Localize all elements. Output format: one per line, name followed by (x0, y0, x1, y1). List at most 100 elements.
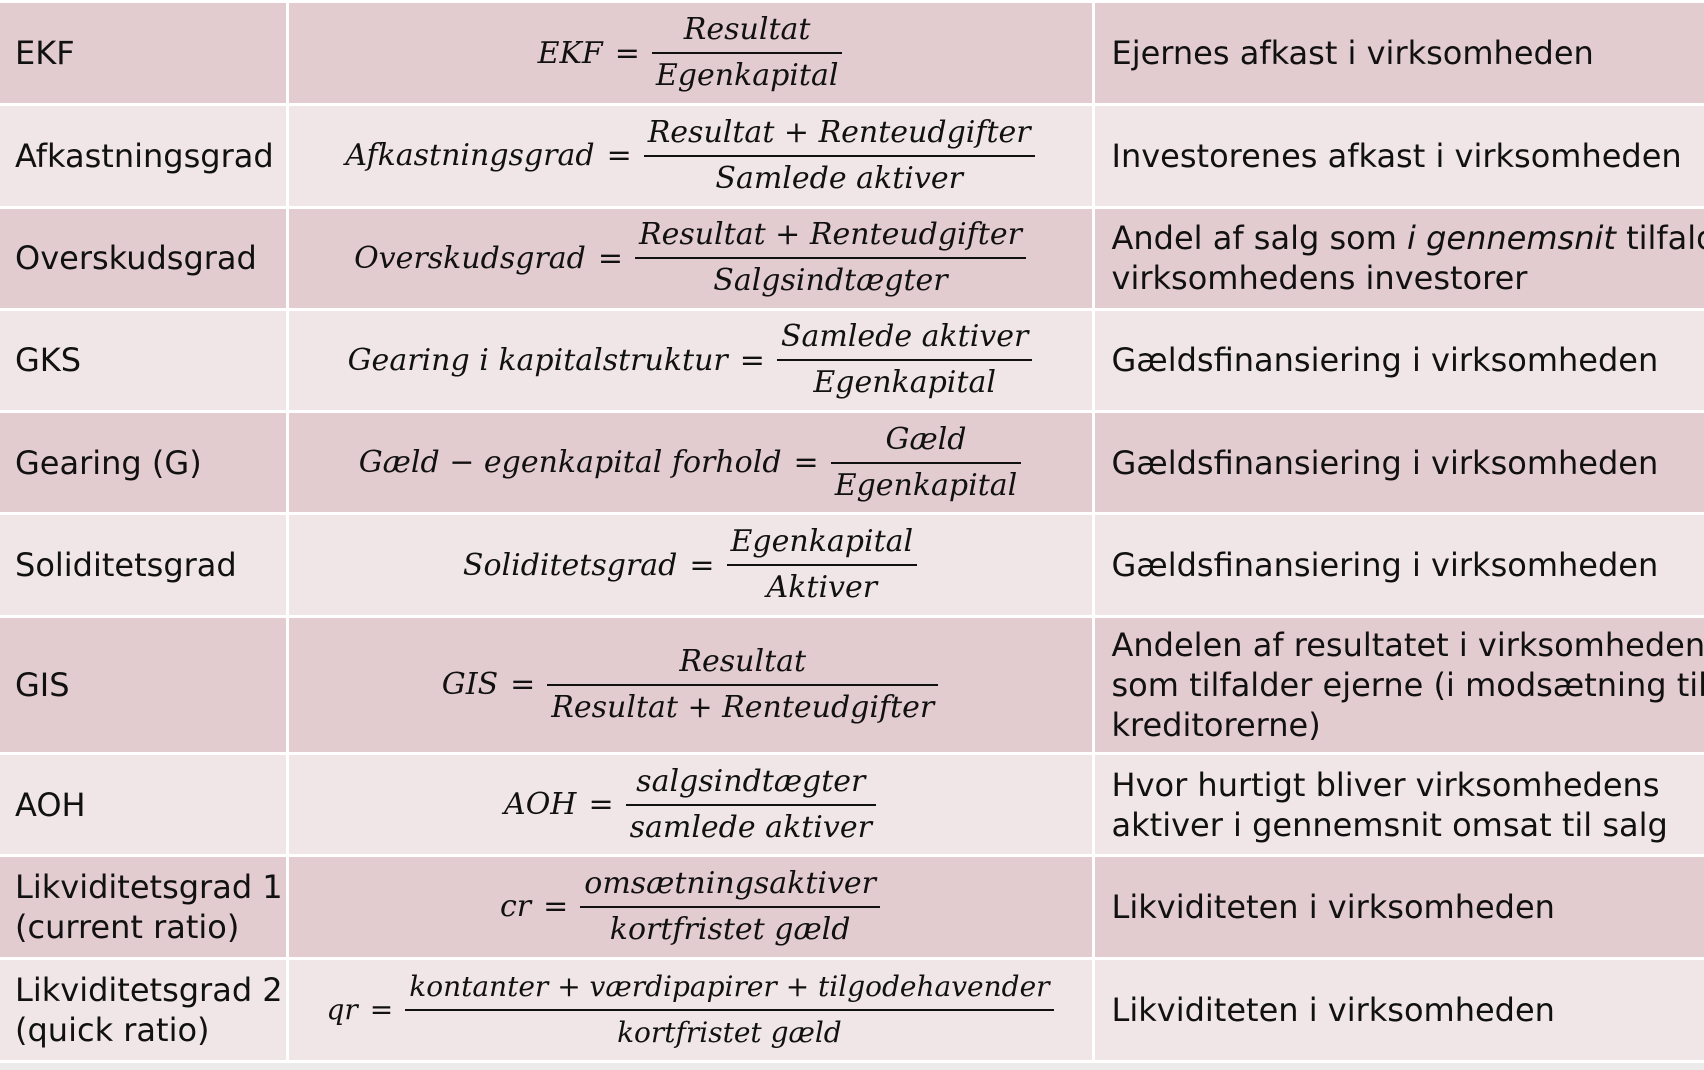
equals-sign: = (369, 993, 394, 1027)
table-row: GKS Gearing i kapitalstruktur= Samlede a… (0, 307, 1704, 414)
formula: EKF = Resultat Egenkapital (538, 12, 843, 94)
fraction-bar (405, 1008, 1054, 1011)
formula-numerator: Resultat (683, 12, 811, 48)
formula-cell: Soliditetsgrad = Egenkapital Aktiver (287, 512, 1095, 618)
table-row: Gearing (G) Gæld − egenkapital forhold= … (0, 410, 1704, 516)
fraction-bar (547, 683, 939, 686)
formula-lhs: EKF (537, 35, 603, 71)
ratio-name-cell: Soliditetsgrad (0, 512, 289, 618)
ratio-name-line: (current ratio) (15, 907, 240, 946)
ratio-description: Gældsfinansiering i virksomheden (1111, 443, 1659, 482)
ratio-description: Investorenes afkast i virksomheden (1111, 136, 1682, 175)
formula-lhs: Soliditetsgrad (462, 547, 678, 583)
equals-sign: = (689, 547, 715, 583)
ratio-name-cell: Overskudsgrad (0, 205, 289, 311)
formula-numerator: Resultat (679, 643, 807, 679)
fraction-bar (635, 257, 1026, 260)
formula-denominator: samlede aktiver (629, 809, 872, 845)
description-cell: Hvor hurtigt bliver virksomhedens aktive… (1093, 752, 1704, 858)
ratio-description-line: Andel af salg som i gennemsnit tilfalder (1111, 218, 1704, 258)
desc-text: Andel af salg som (1111, 219, 1408, 258)
formula-lhs: Overskudsgrad (354, 240, 586, 276)
description-cell: Likviditeten i virksomheden (1093, 956, 1704, 1064)
ratio-description: Gældsfinansiering i virksomheden (1111, 546, 1659, 585)
ratio-name-cell: Afkastningsgrad (0, 103, 289, 209)
ratio-name-cell: GKS (0, 307, 289, 414)
fraction: Egenkapital Aktiver (726, 524, 918, 606)
formula-cell: Gearing i kapitalstruktur= Samlede aktiv… (287, 307, 1095, 414)
formula-cell: qr= kontanter + værdipapirer + tilgodeha… (287, 956, 1095, 1064)
description-cell: Gældsfinansiering i virksomheden (1093, 307, 1704, 414)
ratio-name: EKF (15, 34, 75, 73)
formula-numerator: Resultat + Renteudgifter (639, 217, 1022, 253)
ratio-description-line: kreditorerne) (1111, 705, 1321, 744)
fraction: Resultat Egenkapital (651, 12, 843, 94)
fraction-bar (651, 52, 843, 55)
fraction: Resultat + Renteudgifter Samlede aktiver (643, 114, 1035, 197)
ratio-description-line: Andelen af resultatet i virksomheden, (1111, 625, 1704, 664)
table-row: Overskudsgrad Overskudsgrad= Resultat + … (0, 205, 1704, 311)
ratio-description-line: som tilfalder ejerne (i modsætning til (1111, 665, 1704, 704)
formula-numerator: salgsindtægter (636, 763, 866, 799)
ratio-description-line: virksomhedens investorer (1111, 259, 1528, 298)
fraction-bar (643, 154, 1035, 157)
description-cell: Investorenes afkast i virksomheden (1093, 103, 1704, 209)
formula: Gearing i kapitalstruktur= Samlede aktiv… (348, 319, 1033, 401)
formula: Afkastningsgrad = Resultat + Renteudgifte… (345, 114, 1035, 197)
formula-numerator: omsætningsaktiver (584, 865, 877, 901)
formula-lhs: Gearing i kapitalstruktur (347, 342, 728, 378)
equals-sign: = (543, 889, 569, 925)
fraction: Gæld Egenkapital (830, 422, 1022, 504)
ratio-name: Gearing (G) (15, 443, 202, 482)
fraction: Resultat + Renteudgifter Salgsindtægter (635, 217, 1026, 299)
formula: AOH= salgsindtægter samlede aktiver (504, 764, 876, 846)
formula-denominator: Resultat + Renteudgifter (551, 689, 935, 725)
fraction: Resultat Resultat + Renteudgifter (547, 643, 939, 726)
formula-denominator: kortfristet gæld (617, 1015, 842, 1049)
formula-lhs: Afkastningsgrad (345, 138, 595, 174)
ratio-name-line: Likviditetsgrad 1 (15, 867, 283, 906)
equals-sign: = (793, 445, 819, 481)
equals-sign: = (614, 35, 640, 71)
fraction: Samlede aktiver Egenkapital (776, 319, 1033, 401)
ratio-name-line: (quick ratio) (15, 1010, 210, 1049)
formula-denominator: Egenkapital (655, 58, 839, 94)
ratio-description: Likviditeten i virksomheden (1111, 887, 1555, 926)
description-cell: Andelen af resultatet i virksomheden, so… (1093, 614, 1704, 756)
ratio-name-line: Likviditetsgrad 2 (15, 970, 283, 1009)
ratio-name-cell: EKF (0, 0, 289, 107)
ratio-name-cell: Likviditetsgrad 2 (quick ratio) (0, 956, 289, 1064)
formula-cell: Gæld − egenkapital forhold= Gæld Egenkap… (287, 410, 1095, 516)
formula: GIS= Resultat Resultat + Renteudgifter (442, 643, 939, 726)
ratio-name-cell: Gearing (G) (0, 410, 289, 516)
table-row: Likviditetsgrad 2 (quick ratio) qr= kont… (0, 956, 1704, 1064)
formula-cell: AOH= salgsindtægter samlede aktiver (287, 752, 1095, 858)
fraction-bar (726, 564, 918, 567)
formula-lhs: qr (326, 993, 358, 1027)
desc-text: tilfalder (1626, 219, 1704, 258)
formula-denominator: kortfristet gæld (609, 911, 851, 947)
table-row: Likviditetsgrad 1 (current ratio) cr = om… (0, 854, 1704, 960)
formula: Soliditetsgrad = Egenkapital Aktiver (462, 524, 918, 606)
fraction-bar (776, 359, 1033, 362)
description-cell: Ejernes afkast i virksomheden (1093, 0, 1704, 107)
formula-cell: GIS= Resultat Resultat + Renteudgifter (287, 614, 1095, 756)
fraction-bar (580, 905, 881, 908)
formula-numerator: Resultat + Renteudgifter (647, 114, 1031, 150)
formula-denominator: Egenkapital (834, 467, 1018, 503)
ratio-name: GIS (15, 665, 70, 704)
description-cell: Andel af salg som i gennemsnit tilfalder… (1093, 205, 1704, 311)
description-cell: Likviditeten i virksomheden (1093, 854, 1704, 960)
formula-denominator: Salgsindtægter (713, 263, 948, 299)
ratio-name: Soliditetsgrad (15, 546, 237, 585)
table-row: EKF EKF = Resultat Egenkapital Ejernes af… (0, 0, 1704, 107)
formula-numerator: Egenkapital (730, 524, 914, 560)
formula-lhs: AOH (504, 787, 577, 823)
formula-numerator: Samlede aktiver (780, 319, 1029, 355)
formula-lhs: cr (499, 889, 532, 925)
ratio-description-line: aktiver i gennemsnit omsat til salg (1111, 805, 1668, 844)
equals-sign: = (606, 138, 632, 174)
ratio-name: GKS (15, 341, 82, 380)
table-row: Soliditetsgrad Soliditetsgrad = Egenkapit… (0, 512, 1704, 618)
